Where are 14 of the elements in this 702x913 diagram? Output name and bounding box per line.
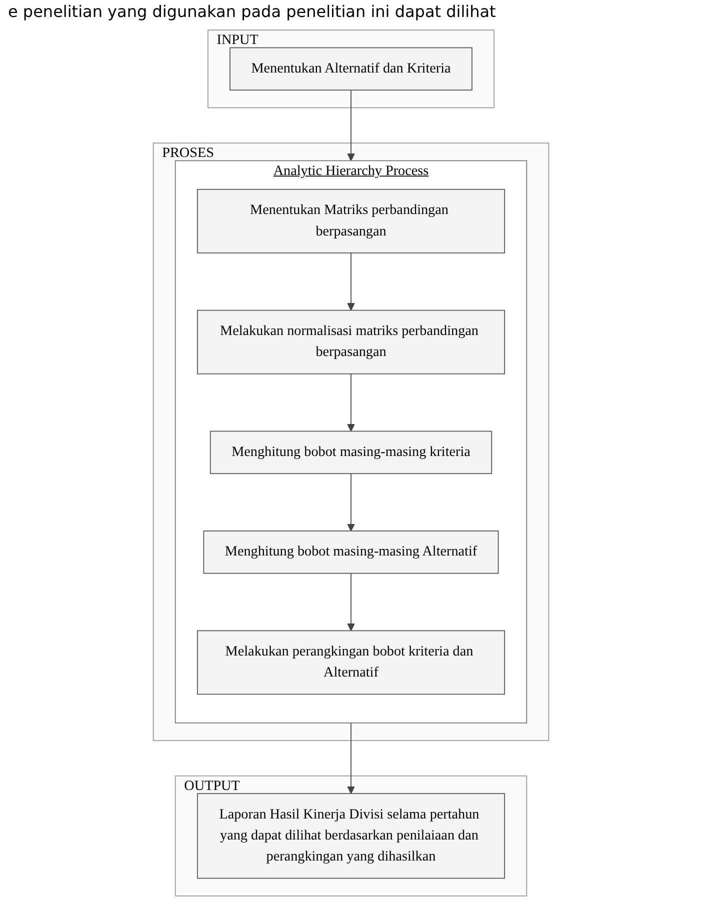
node-box: Melakukan perangkingan bobot kriteria dan Alternatif [196, 630, 506, 695]
node-box: Melakukan normalisasi matriks perbandingan berpasangan [196, 310, 506, 374]
arrow [347, 722, 355, 794]
note-text: e penelitian yang digunakan pada penelitian ini dapat dilihat [8, 2, 497, 21]
node-box: Menentukan Matriks perbandingan berpasangan [196, 188, 506, 254]
node-box: Menentukan Alternatif dan Kriteria [230, 47, 472, 91]
node-box: Laporan Hasil Kinerja Divisi selama pertahun yang dapat dilihat berdasarkan penilaiaan dan perangkingan yang dihasilkan [196, 793, 506, 879]
arrow [347, 373, 355, 432]
arrow [347, 252, 355, 311]
arrow [347, 572, 355, 632]
arrow [347, 90, 355, 162]
node-box: Menghitung bobot masing-masing Alternatif [203, 530, 499, 574]
node-box: Menghitung bobot masing-masing kriteria [210, 430, 492, 474]
arrow [347, 473, 355, 532]
